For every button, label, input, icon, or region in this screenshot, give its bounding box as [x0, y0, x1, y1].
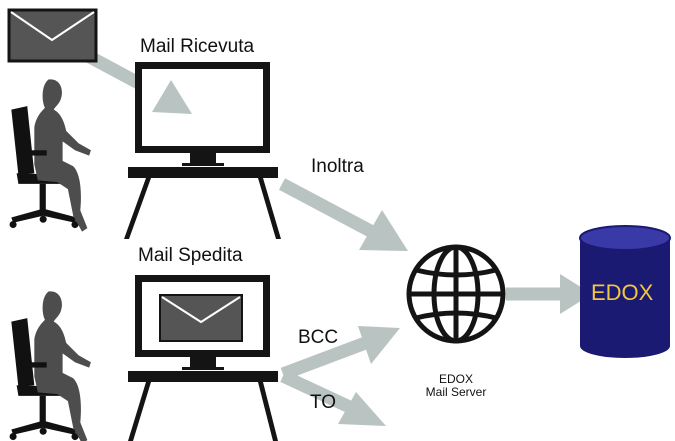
mail-server-label: EDOX Mail Server — [420, 373, 492, 399]
arrow-bcc-to-server — [280, 326, 400, 381]
seated-woman-icon — [9, 79, 91, 232]
arrow-forward-to-server — [278, 178, 408, 251]
bcc-label: BCC — [298, 327, 339, 348]
to-label: TO — [310, 392, 337, 413]
mail-sent-label: Mail Spedita — [138, 245, 243, 266]
globe-icon — [406, 244, 506, 344]
database-label: EDOX — [591, 280, 654, 305]
seated-woman-icon — [9, 291, 91, 441]
forward-label: Inoltra — [311, 156, 364, 177]
arrow-to-recipient — [280, 370, 386, 426]
envelope-icon — [159, 294, 243, 342]
arrow-server-to-database — [506, 274, 592, 314]
computer-monitor-icon — [124, 62, 281, 239]
mail-server-label-line2: Mail Server — [425, 385, 487, 399]
mail-received-label: Mail Ricevuta — [140, 36, 255, 57]
database-cylinder-icon — [579, 225, 671, 358]
mail-server-label-line1: EDOX — [438, 372, 473, 386]
envelope-icon — [7, 8, 98, 63]
